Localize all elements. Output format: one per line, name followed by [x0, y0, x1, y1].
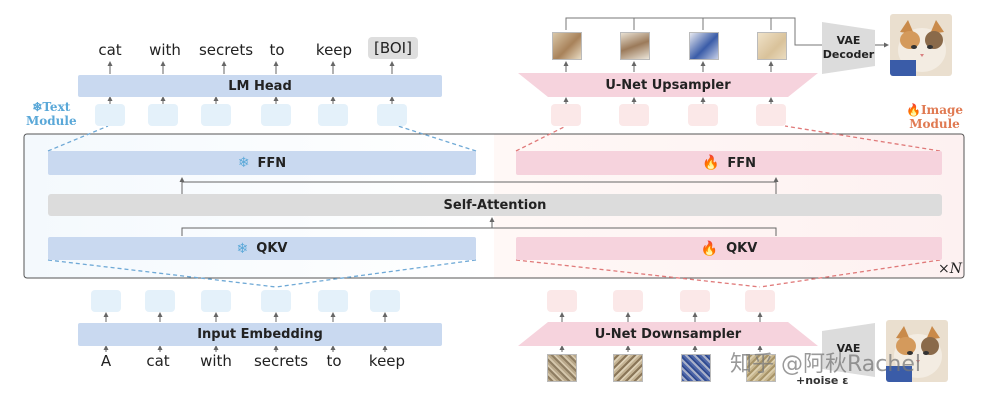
image-patch-thumbnail [620, 32, 650, 60]
text-token-box [261, 104, 291, 126]
image-patch-thumbnail [757, 32, 787, 60]
image-token-box [551, 104, 581, 126]
text-module-label: ❄Text Module [26, 100, 77, 128]
text-token-box [95, 104, 125, 126]
text-token-box [370, 290, 400, 312]
text-ffn: ❄ FFN [48, 151, 476, 175]
text-module-label-line1: ❄Text [32, 100, 71, 114]
image-patch-thumbnail [552, 32, 582, 60]
text-token-box [148, 104, 178, 126]
image-module-label: 🔥Image Module [906, 103, 963, 131]
image-ffn: 🔥 FFN [516, 151, 942, 175]
repeat-n-label: ×N [938, 261, 962, 277]
noise-label: +noise ε [796, 374, 849, 387]
image-module-label-line2: Module [909, 117, 960, 131]
text-ffn-label: FFN [257, 155, 287, 171]
input-token: A [100, 352, 112, 370]
text-token-box [318, 104, 348, 126]
image-ffn-label: FFN [727, 155, 757, 171]
input-embedding: Input Embedding [78, 323, 442, 346]
image-qkv-label: QKV [726, 241, 758, 256]
self-attention-label: Self-Attention [443, 197, 547, 213]
output-token: keep [315, 41, 353, 59]
vae-decoder-label-line2: Decoder [822, 48, 875, 61]
text-module-label-line2: Module [26, 114, 77, 128]
flame-icon: 🔥 [701, 155, 720, 171]
noisy-patch-thumbnail [746, 354, 776, 382]
unet-upsampler: U-Net Upsampler [548, 74, 788, 96]
image-patch-thumbnail [689, 32, 719, 60]
output-token: with [149, 41, 181, 59]
text-token-box [318, 290, 348, 312]
unet-downsampler-label: U-Net Downsampler [594, 327, 742, 342]
upsampler-shape [518, 73, 818, 97]
output-token: secrets [198, 41, 254, 59]
watermark: 知乎 @阿秋Rachel [730, 352, 921, 377]
downsampler-shape [518, 322, 818, 346]
text-qkv: ❄ QKV [48, 237, 476, 260]
text-token-box [201, 290, 231, 312]
image-module-label-line1: 🔥Image [906, 103, 964, 117]
unet-downsampler: U-Net Downsampler [548, 323, 788, 346]
output-token: cat [98, 41, 122, 59]
input-token: keep [368, 352, 406, 370]
text-token-box [201, 104, 231, 126]
input-cat-image [886, 320, 948, 382]
vae-encoder-label: VAE [836, 342, 861, 355]
noisy-patch-thumbnail [547, 354, 577, 382]
vae-encoder: VAE [822, 334, 875, 364]
noisy-patch-thumbnail [681, 354, 711, 382]
generated-cat-image [890, 14, 952, 76]
lm-head: LM Head [78, 75, 442, 97]
output-token: to [269, 41, 285, 59]
image-token-box [745, 290, 775, 312]
snowflake-icon: ❄ [237, 155, 250, 171]
image-token-box [756, 104, 786, 126]
boi-token: [BOI] [368, 37, 418, 59]
vae-decoder: VAE Decoder [822, 30, 875, 66]
vae-decoder-shape [822, 22, 875, 74]
text-token-box [261, 290, 291, 312]
vae-decoder-label-line1: VAE [836, 34, 861, 47]
input-token: with [200, 352, 232, 370]
image-token-box [613, 290, 643, 312]
input-embedding-label: Input Embedding [197, 327, 323, 342]
image-token-box [619, 104, 649, 126]
lm-head-label: LM Head [228, 78, 292, 94]
input-token: secrets [253, 352, 309, 370]
transformer-block-frame [23, 133, 965, 279]
vae-encoder-shape [822, 323, 875, 377]
text-token-box [91, 290, 121, 312]
input-token: cat [146, 352, 170, 370]
text-token-box [145, 290, 175, 312]
input-token: to [326, 352, 342, 370]
image-qkv: 🔥 QKV [516, 237, 942, 260]
image-token-box [547, 290, 577, 312]
noisy-patch-thumbnail [613, 354, 643, 382]
text-token-box [377, 104, 407, 126]
snowflake-icon: ❄ [236, 240, 249, 257]
image-token-box [688, 104, 718, 126]
self-attention: Self-Attention [48, 194, 942, 216]
image-token-box [680, 290, 710, 312]
flame-icon: 🔥 [700, 240, 719, 257]
text-qkv-label: QKV [256, 241, 288, 256]
unet-upsampler-label: U-Net Upsampler [605, 77, 731, 93]
